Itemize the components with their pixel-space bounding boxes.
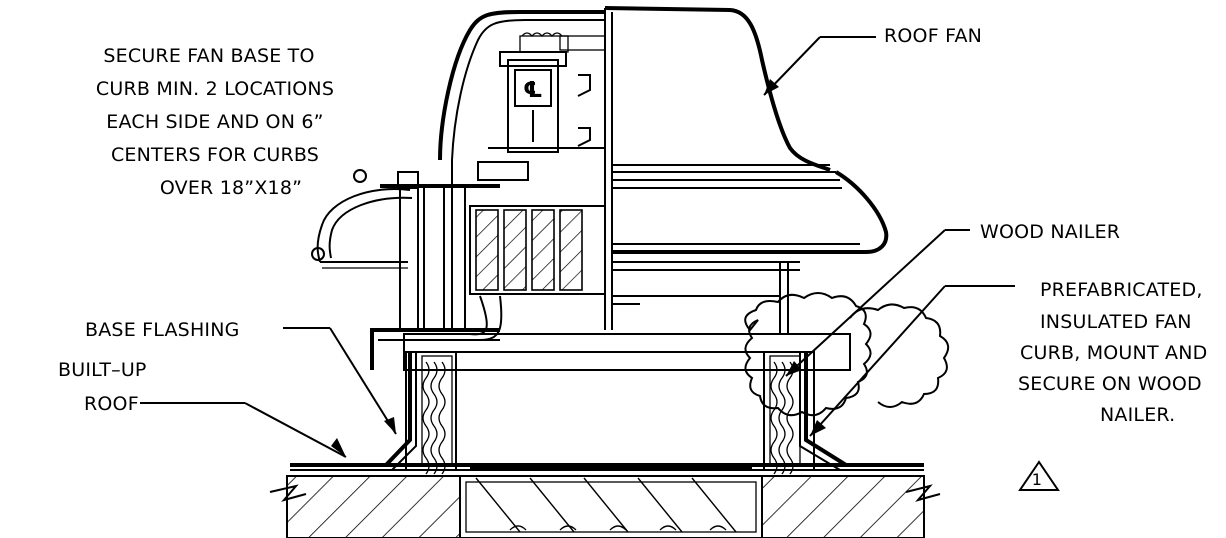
prefab-note-line-2: INSULATED FAN <box>1040 311 1192 333</box>
base-flashing-left <box>345 352 417 471</box>
wood-nailer-label: WOOD NAILER <box>980 221 1120 243</box>
secure-note-line-3: EACH SIDE AND ON 6” <box>106 111 323 133</box>
fan-curb-left-wall <box>405 351 457 475</box>
secure-fan-base-note: SECURE FAN BASE TO CURB MIN. 2 LOCATIONS… <box>96 45 334 199</box>
built-up-label-line-2: ROOF <box>84 393 139 415</box>
prefab-note-line-1: PREFABRICATED, <box>1040 279 1203 301</box>
fan-base-plate <box>370 328 500 370</box>
fan-housing-left <box>311 160 606 341</box>
fan-curb-right-wall <box>763 351 815 475</box>
fan-hood <box>438 6 831 330</box>
prefab-note-line-5: NAILER. <box>1100 404 1175 426</box>
fan-wheel-shroud <box>612 164 889 334</box>
secure-note-line-4: CENTERS FOR CURBS <box>111 144 319 166</box>
base-flashing-label: BASE FLASHING <box>85 319 240 341</box>
roof-fan-label: ROOF FAN <box>884 25 982 47</box>
secure-note-line-5: OVER 18”X18” <box>160 177 302 199</box>
revision-triangle: 1 <box>1018 460 1060 491</box>
prefab-note-line-4: SECURE ON WOOD <box>1018 373 1202 395</box>
roof-opening-damper <box>459 467 763 538</box>
leader-lines <box>140 36 1015 458</box>
prefab-curb-note: PREFABRICATED, INSULATED FAN CURB, MOUNT… <box>1018 279 1207 426</box>
built-up-label-line-1: BUILT–UP <box>58 359 147 381</box>
secure-note-line-2: CURB MIN. 2 LOCATIONS <box>96 78 334 100</box>
fan-motor: ℄ <box>477 32 606 181</box>
prefab-note-line-3: CURB, MOUNT AND <box>1020 342 1207 364</box>
revision-number: 1 <box>1032 470 1042 489</box>
roof-deck <box>269 475 941 538</box>
secure-note-line-1: SECURE FAN BASE TO <box>103 45 314 67</box>
svg-text:℄: ℄ <box>523 78 543 103</box>
curb-cap <box>403 333 851 371</box>
